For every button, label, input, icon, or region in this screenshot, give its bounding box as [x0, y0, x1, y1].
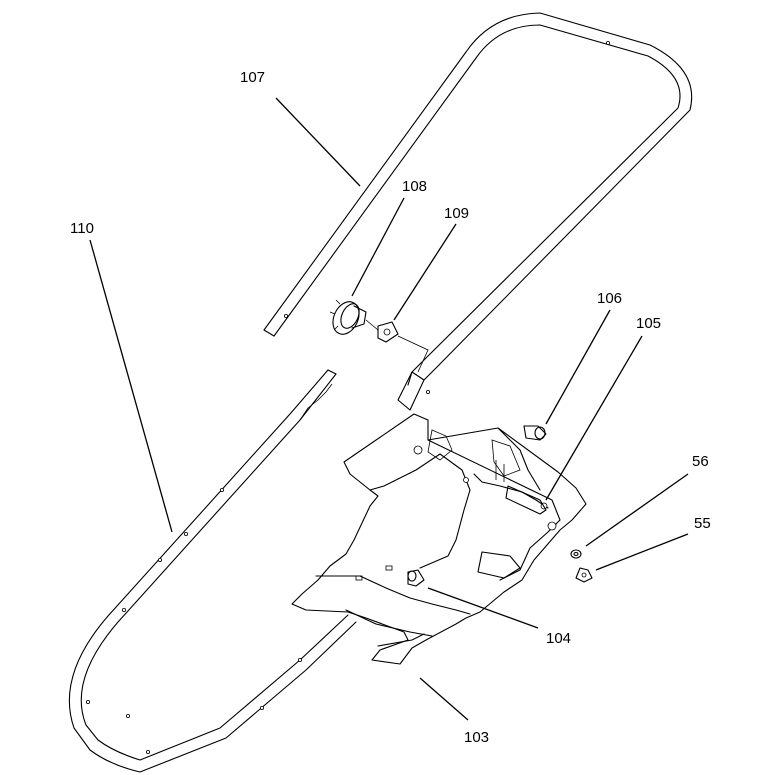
lower-handle-part-110	[68, 369, 357, 773]
leader-105	[545, 335, 643, 501]
washer-part-56	[570, 549, 582, 559]
leader-103	[419, 677, 469, 721]
leader-lines	[89, 97, 689, 721]
callout-labels: 107 108 109 110 106 105 56 55 104 103	[70, 69, 711, 746]
upper-handle-part-107	[263, 12, 693, 411]
callout-106: 106	[597, 290, 622, 307]
callout-108: 108	[402, 178, 427, 195]
leader-55	[595, 533, 689, 571]
assembly-line	[365, 319, 429, 373]
callout-103: 103	[464, 729, 489, 746]
callout-105: 105	[636, 315, 661, 332]
nut-part-55	[575, 567, 593, 583]
pin-part-105	[505, 485, 547, 515]
bolt-part-106	[523, 425, 547, 441]
callout-104: 104	[546, 630, 571, 647]
leader-107	[275, 97, 361, 187]
leader-106	[545, 309, 611, 425]
leader-109	[393, 223, 457, 321]
callout-107: 107	[240, 69, 265, 86]
deck-part-103	[291, 413, 587, 665]
callout-109: 109	[444, 205, 469, 222]
fastener-part-104	[407, 569, 425, 587]
knob-part-108	[329, 299, 367, 335]
leader-110	[89, 239, 173, 533]
callout-55: 55	[694, 515, 711, 532]
leader-56	[585, 473, 689, 547]
callout-110: 110	[70, 220, 94, 237]
leader-108	[351, 197, 405, 297]
spacer-part-109	[377, 321, 399, 343]
callout-56: 56	[692, 453, 709, 470]
leader-104	[427, 587, 539, 629]
